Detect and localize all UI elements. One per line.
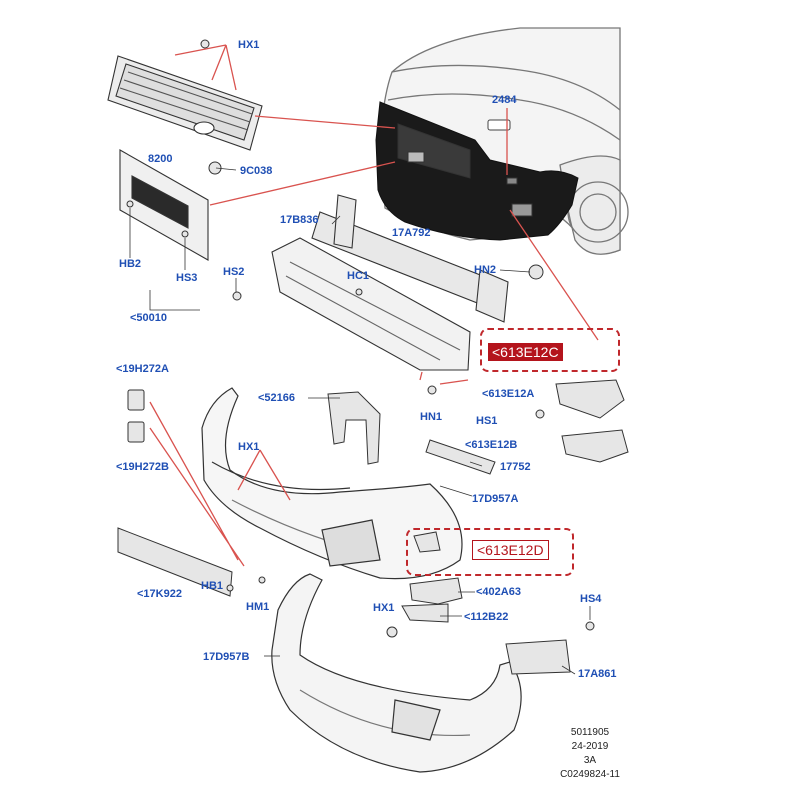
callout-lines bbox=[129, 167, 591, 675]
grille bbox=[107, 55, 263, 151]
label-613e12a: <613E12A bbox=[482, 388, 535, 400]
label-112b22: <112B22 bbox=[464, 611, 509, 623]
leader-lines bbox=[149, 44, 599, 567]
label-19h272b: <19H272B bbox=[116, 461, 169, 473]
reference-line-1: 5011905 bbox=[570, 727, 610, 738]
label-613e12d: <613E12D bbox=[472, 540, 549, 560]
label-17a792: 17A792 bbox=[392, 227, 431, 239]
label-hs1: HS1 bbox=[476, 415, 498, 427]
label-613e12c: <613E12C bbox=[488, 343, 563, 361]
label-17d957a: 17D957A bbox=[472, 493, 519, 505]
label-613e12b: <613E12B bbox=[465, 439, 518, 451]
reference-line-4: C0249824-11 bbox=[560, 769, 620, 780]
label-50010: <50010 bbox=[130, 312, 168, 324]
label-hx1-low: HX1 bbox=[373, 602, 395, 614]
label-9c038: 9C038 bbox=[240, 165, 273, 177]
highlight-box-613e12c bbox=[480, 328, 620, 372]
label-8200: 8200 bbox=[148, 153, 173, 165]
label-17k922: <17K922 bbox=[137, 588, 182, 600]
label-hn1: HN1 bbox=[420, 411, 443, 423]
upper-bumper-cover bbox=[201, 387, 463, 580]
label-17b836: 17B836 bbox=[280, 214, 319, 226]
label-hs3: HS3 bbox=[176, 272, 198, 284]
reference-line-2: 24-2019 bbox=[571, 741, 609, 752]
label-2484: 2484 bbox=[492, 94, 517, 106]
label-402a63: <402A63 bbox=[476, 586, 521, 598]
label-hx1-top: HX1 bbox=[238, 39, 260, 51]
highlight-box-613e12d bbox=[406, 528, 574, 576]
lower-bumper-cover bbox=[271, 573, 522, 773]
label-hn2: HN2 bbox=[474, 264, 497, 276]
label-17d957b: 17D957B bbox=[203, 651, 250, 663]
label-hm1: HM1 bbox=[246, 601, 270, 613]
label-hx1-mid: HX1 bbox=[238, 441, 260, 453]
label-hb2: HB2 bbox=[119, 258, 142, 270]
label-17a861: 17A861 bbox=[578, 668, 617, 680]
label-hb1: HB1 bbox=[201, 580, 224, 592]
energy-absorber bbox=[271, 237, 471, 371]
reference-line-3: 3A bbox=[583, 755, 597, 766]
label-hs2: HS2 bbox=[223, 266, 245, 278]
label-52166: <52166 bbox=[258, 392, 296, 404]
bumper-beam bbox=[311, 194, 509, 323]
label-hc1: HC1 bbox=[347, 270, 370, 282]
label-17752: 17752 bbox=[500, 461, 531, 473]
label-hs4: HS4 bbox=[580, 593, 602, 605]
small-parts bbox=[117, 39, 629, 675]
label-19h272a: <19H272A bbox=[116, 363, 169, 375]
